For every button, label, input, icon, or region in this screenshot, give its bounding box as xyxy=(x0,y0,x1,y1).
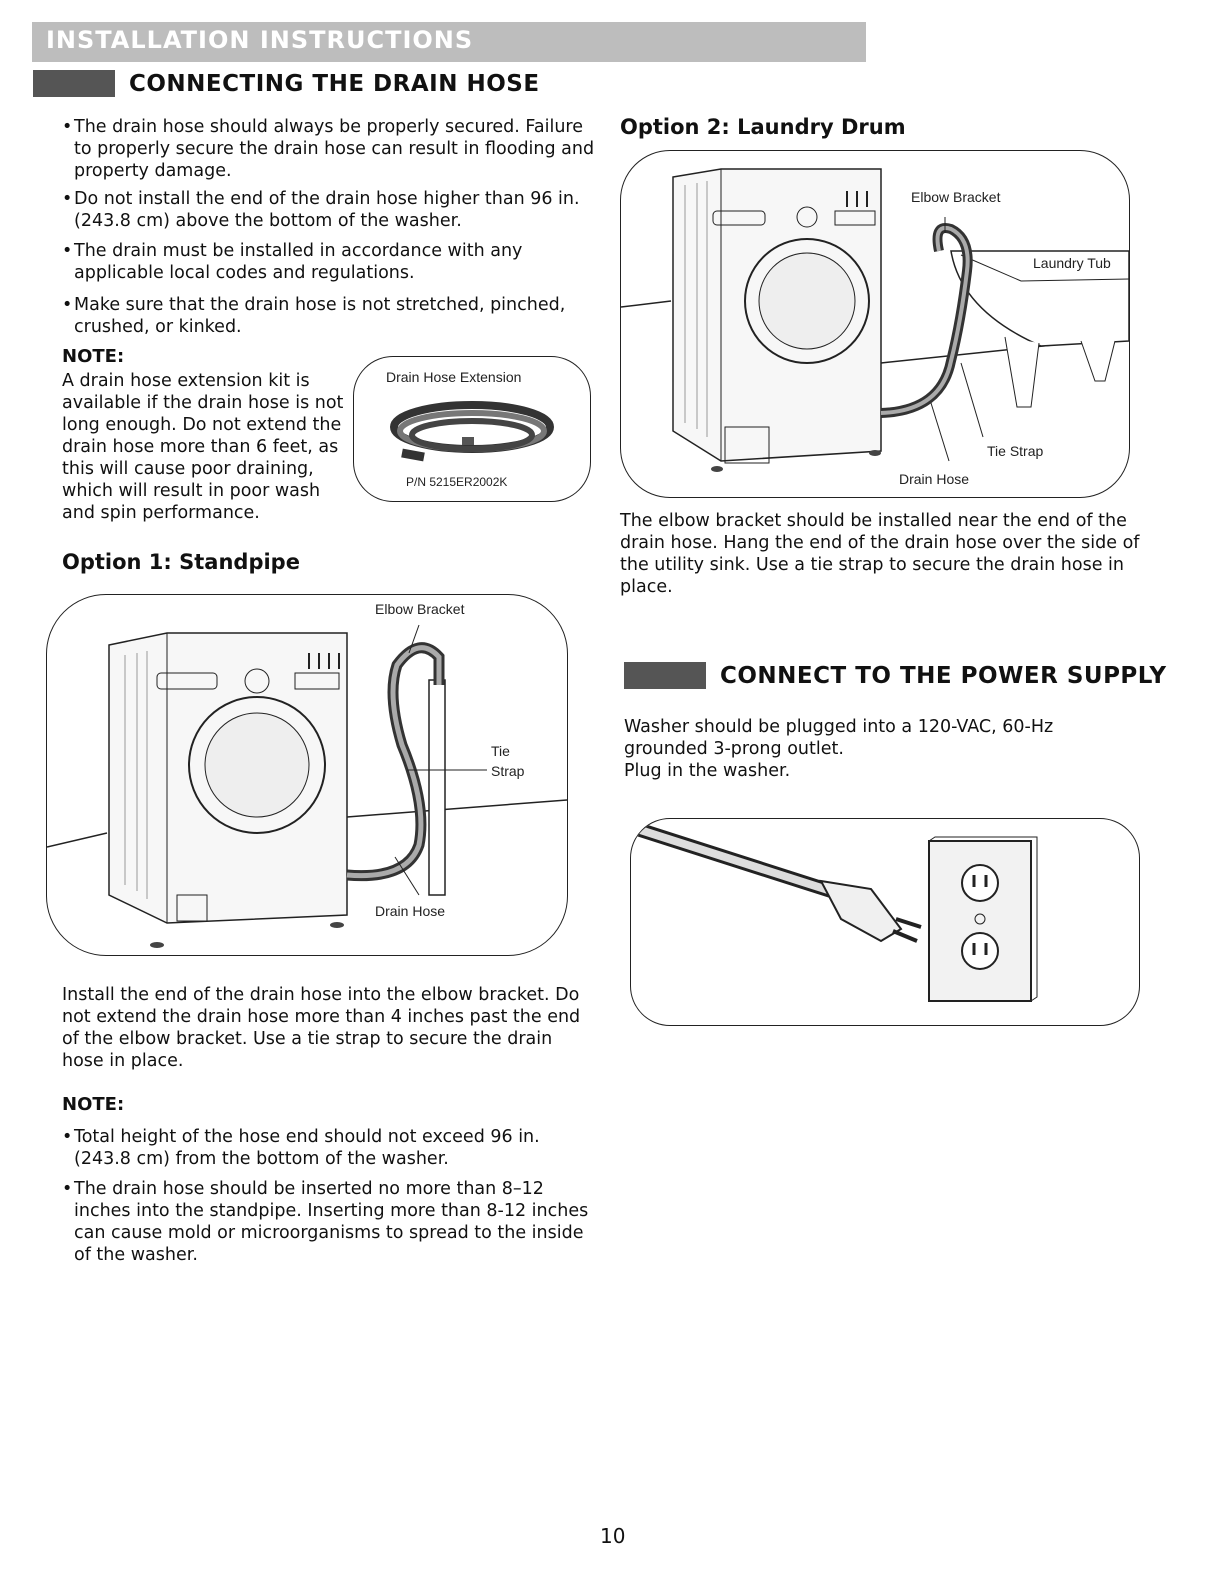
drain-section-heading: CONNECTING THE DRAIN HOSE xyxy=(33,70,540,97)
laundry-drum-figure: Elbow Bracket Laundry Tub Tie Strap Drai… xyxy=(620,150,1130,498)
power-section-title: CONNECT TO THE POWER SUPPLY xyxy=(720,662,1167,689)
drain-section-title: CONNECTING THE DRAIN HOSE xyxy=(129,70,540,97)
drain-bullet-1: The drain hose should always be properly… xyxy=(62,116,602,182)
option1-title: Option 1: Standpipe xyxy=(62,550,300,574)
power-section-heading: CONNECT TO THE POWER SUPPLY xyxy=(624,662,1167,689)
extension-title: Drain Hose Extension xyxy=(386,369,522,385)
option1-tie-label-line1: Tie xyxy=(491,743,510,759)
option2-tub-label: Laundry Tub xyxy=(1033,255,1111,271)
section-banner: INSTALLATION INSTRUCTIONS xyxy=(32,22,866,62)
standpipe-illustration xyxy=(47,624,567,948)
heading-marker xyxy=(624,662,706,689)
power-line-1: Washer should be plugged into a 120-VAC,… xyxy=(624,717,1054,737)
option2-drain-label: Drain Hose xyxy=(899,471,970,487)
option2-tie-label: Tie Strap xyxy=(987,443,1044,459)
drain-hose-extension-figure: Drain Hose Extension P/N 5215ER2002K xyxy=(353,356,591,502)
power-plug-figure xyxy=(630,818,1140,1026)
option1-elbow-label: Elbow Bracket xyxy=(375,601,465,617)
extension-part-number: P/N 5215ER2002K xyxy=(406,475,508,489)
drain-bullet-2: Do not install the end of the drain hose… xyxy=(62,188,602,232)
drain-bullet-3: The drain must be installed in accordanc… xyxy=(62,240,602,284)
option1-note-bullet-1: Total height of the hose end should not … xyxy=(62,1126,602,1170)
power-line-3: Plug in the washer. xyxy=(624,761,791,781)
option1-text: Install the end of the drain hose into t… xyxy=(62,985,581,1071)
note-text: A drain hose extension kit is available … xyxy=(62,371,344,523)
option1-note-bullet-2: The drain hose should be inserted no mor… xyxy=(62,1178,602,1266)
power-line-2: grounded 3-prong outlet. xyxy=(624,739,844,759)
option2-title: Option 2: Laundry Drum xyxy=(620,115,906,139)
heading-marker xyxy=(33,70,115,97)
option2-text: The elbow bracket should be installed ne… xyxy=(620,511,1140,597)
standpipe-figure: Elbow Bracket Tie Strap Drain Hose xyxy=(46,594,568,956)
banner-title: INSTALLATION INSTRUCTIONS xyxy=(46,26,474,54)
drain-bullet-4: Make sure that the drain hose is not str… xyxy=(62,294,602,338)
note-label: NOTE: xyxy=(62,346,125,367)
option2-elbow-label: Elbow Bracket xyxy=(911,189,1001,205)
option1-drain-label: Drain Hose xyxy=(375,903,446,919)
laundry-tub-illustration xyxy=(621,168,1129,472)
coiled-hose-illustration xyxy=(390,401,554,462)
option1-tie-label-line2: Strap xyxy=(491,763,525,779)
plug-and-outlet-illustration xyxy=(631,820,1038,1002)
page-number: 10 xyxy=(600,1524,626,1548)
option1-note-label: NOTE: xyxy=(62,1094,125,1115)
